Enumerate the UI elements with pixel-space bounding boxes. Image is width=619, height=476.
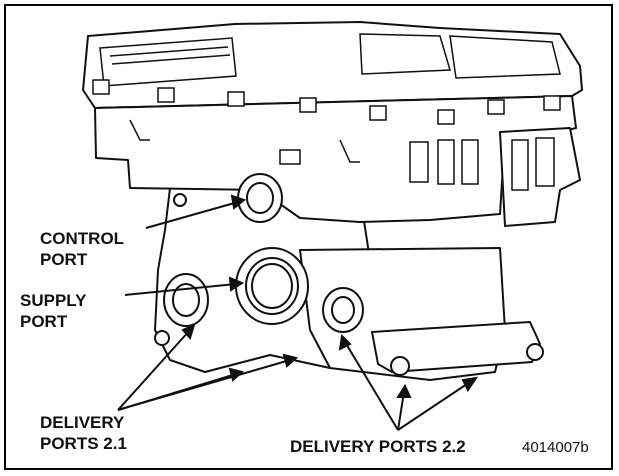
- latch-window: [437, 109, 455, 125]
- control-port-label: CONTROL PORT: [40, 229, 125, 269]
- latch-window: [227, 91, 245, 107]
- connector-block: [499, 127, 581, 227]
- latch-window: [487, 99, 505, 115]
- latch-window: [369, 105, 387, 121]
- latch-window: [543, 95, 561, 111]
- latch-window: [92, 79, 110, 95]
- bracket: [371, 321, 541, 373]
- cover-housing-front: [94, 95, 577, 223]
- delivery-ports-22-label: DELIVERY PORTS 2.2: [290, 437, 466, 456]
- latch-window: [157, 87, 175, 103]
- latch-window: [299, 97, 317, 113]
- supply-port-label: SUPPLY PORT: [20, 291, 87, 331]
- delivery-ports-21-label: DELIVERY PORTS 2.1: [40, 413, 127, 453]
- cover-housing: [82, 21, 583, 109]
- figure-id: 4014007b: [522, 439, 589, 456]
